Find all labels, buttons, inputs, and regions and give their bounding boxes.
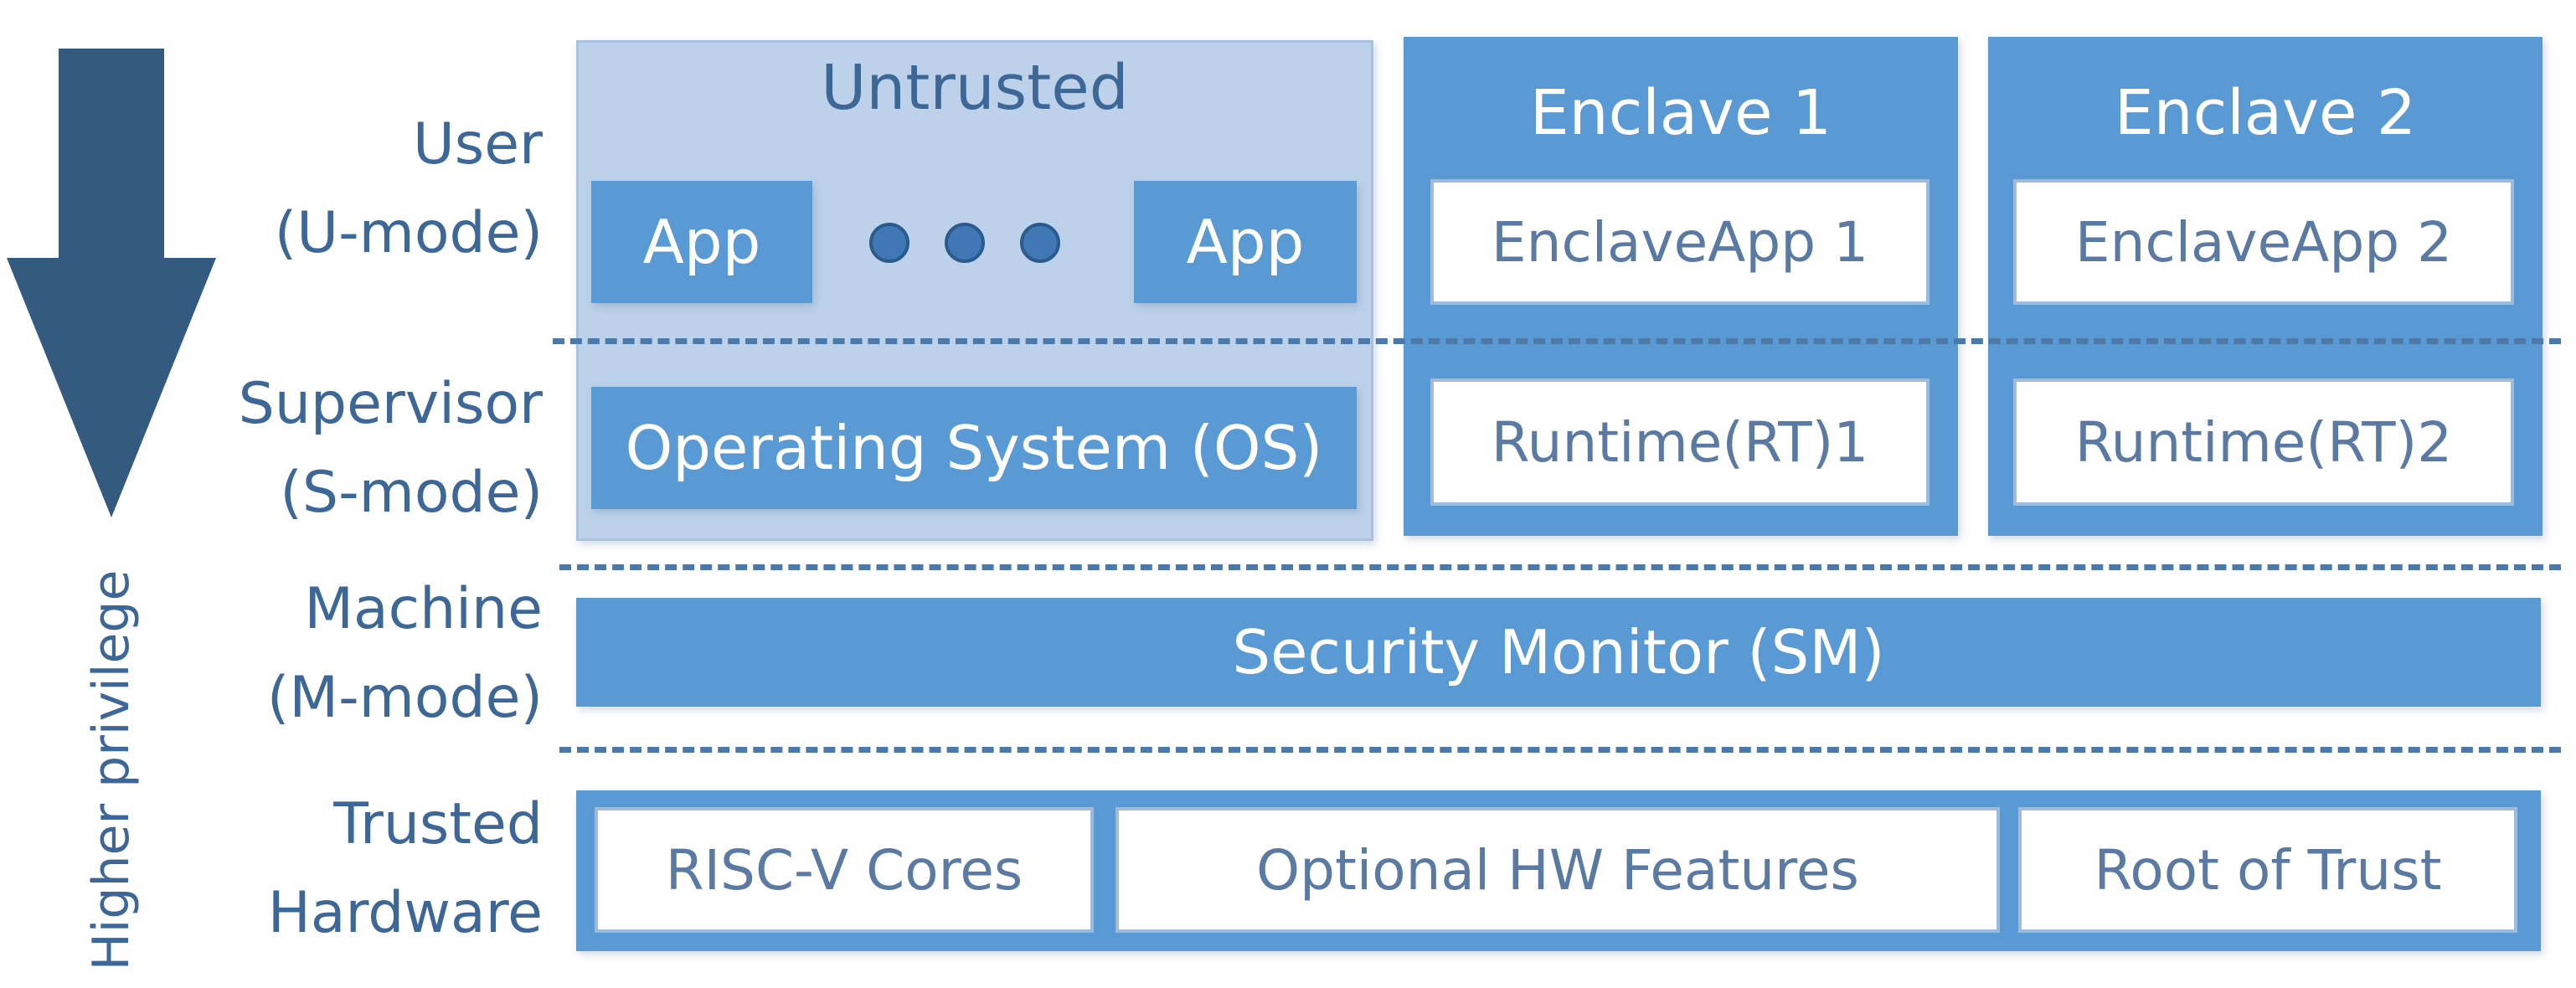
hardware-item-optional-hw-features: Optional HW Features xyxy=(1115,807,2000,933)
ellipsis-dot xyxy=(945,223,985,263)
divider-user-supervisor xyxy=(553,338,2561,344)
app-left-block: App xyxy=(591,181,812,303)
level-supervisor-line2: (S-mode) xyxy=(280,460,543,526)
enclave-2-runtime-block: Runtime(RT)2 xyxy=(2013,378,2514,506)
level-label-machine: Machine (M-mode) xyxy=(267,565,543,743)
level-supervisor-line1: Supervisor xyxy=(238,371,543,437)
ellipsis-dot xyxy=(869,223,909,263)
level-user-line2: (U-mode) xyxy=(274,200,543,266)
operating-system-block: Operating System (OS) xyxy=(591,387,1357,509)
level-user-line1: User xyxy=(413,111,543,178)
security-monitor-block: Security Monitor (SM) xyxy=(576,598,2541,707)
arrow-down-icon xyxy=(7,49,216,517)
enclave-1-title: Enclave 1 xyxy=(1529,77,1832,149)
hardware-item-root-of-trust: Root of Trust xyxy=(2018,807,2517,933)
app-right-block: App xyxy=(1134,181,1357,303)
divider-machine-hardware xyxy=(559,747,2561,753)
untrusted-title: Untrusted xyxy=(821,52,1129,124)
arrow-label-text: Higher privilege xyxy=(82,569,141,971)
enclave-1-app-block: EnclaveApp 1 xyxy=(1430,179,1929,305)
level-machine-line1: Machine xyxy=(304,576,543,642)
enclave-2-title: Enclave 2 xyxy=(2114,77,2417,149)
level-machine-line2: (M-mode) xyxy=(266,665,543,731)
level-hardware-line1: Trusted xyxy=(333,791,543,857)
divider-supervisor-machine xyxy=(559,564,2561,570)
level-label-hardware: Trusted Hardware xyxy=(268,780,543,958)
hardware-item-risc-v-cores: RISC-V Cores xyxy=(595,807,1094,933)
enclave-1-runtime-block: Runtime(RT)1 xyxy=(1430,378,1929,506)
privilege-arrow xyxy=(7,49,216,517)
level-label-user: User (U-mode) xyxy=(275,100,543,278)
ellipsis-dot xyxy=(1020,223,1060,263)
level-hardware-line2: Hardware xyxy=(267,880,543,946)
level-label-supervisor: Supervisor (S-mode) xyxy=(239,360,543,538)
enclave-2-app-block: EnclaveApp 2 xyxy=(2013,179,2514,305)
